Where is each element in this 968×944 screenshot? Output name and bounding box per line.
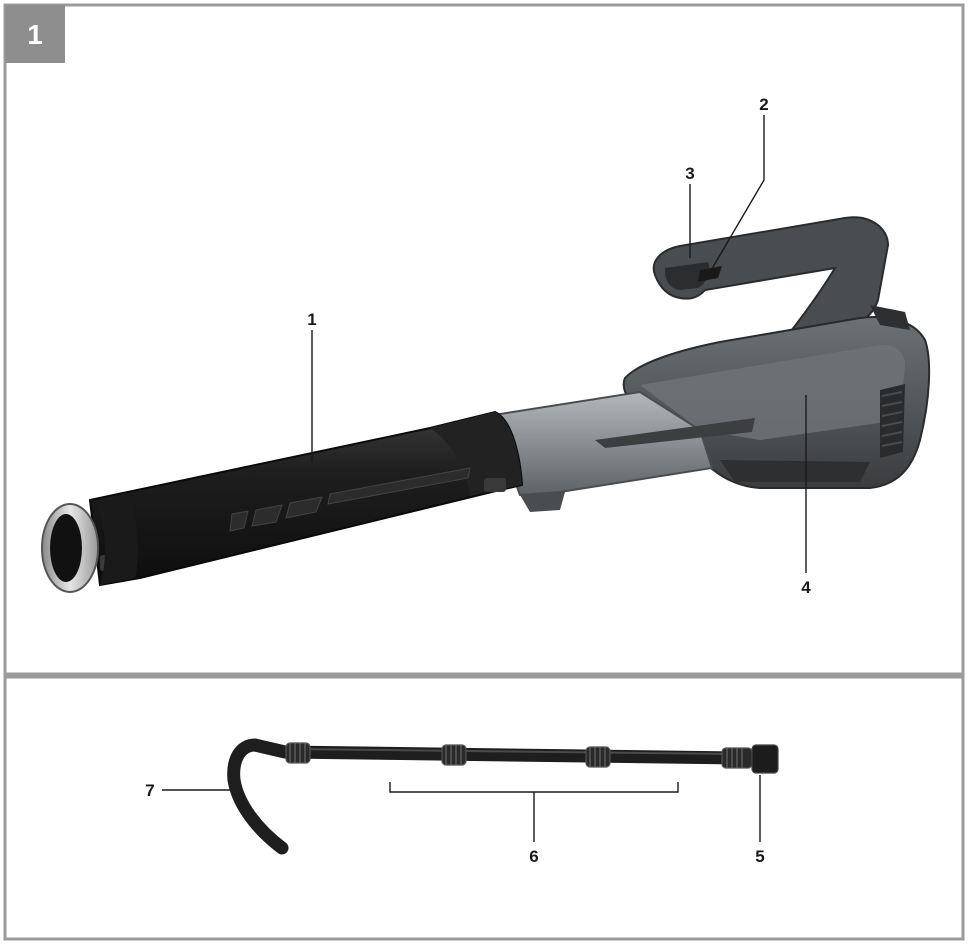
extension-tube bbox=[284, 745, 741, 765]
tube-joint-3 bbox=[585, 746, 611, 768]
callout-lines bbox=[162, 115, 807, 842]
figure-number: 1 bbox=[27, 19, 43, 50]
callout-5: 5 bbox=[755, 847, 764, 866]
callout-4: 4 bbox=[801, 578, 811, 597]
leaf-blower bbox=[41, 216, 931, 593]
gutter-hook bbox=[227, 738, 292, 855]
callout-2: 2 bbox=[759, 95, 768, 114]
blower-trigger bbox=[698, 266, 722, 282]
gutter-attachment bbox=[227, 738, 779, 855]
callout-1: 1 bbox=[307, 310, 316, 329]
callout-7: 7 bbox=[145, 781, 154, 800]
tube-joint-2 bbox=[441, 744, 467, 766]
callout-3: 3 bbox=[685, 164, 694, 183]
callout-6: 6 bbox=[529, 847, 538, 866]
tube-joint-1 bbox=[285, 742, 311, 764]
frame-bottom-panel bbox=[3, 675, 965, 941]
figure-number-badge bbox=[5, 5, 65, 63]
tube-adapter bbox=[721, 744, 779, 774]
